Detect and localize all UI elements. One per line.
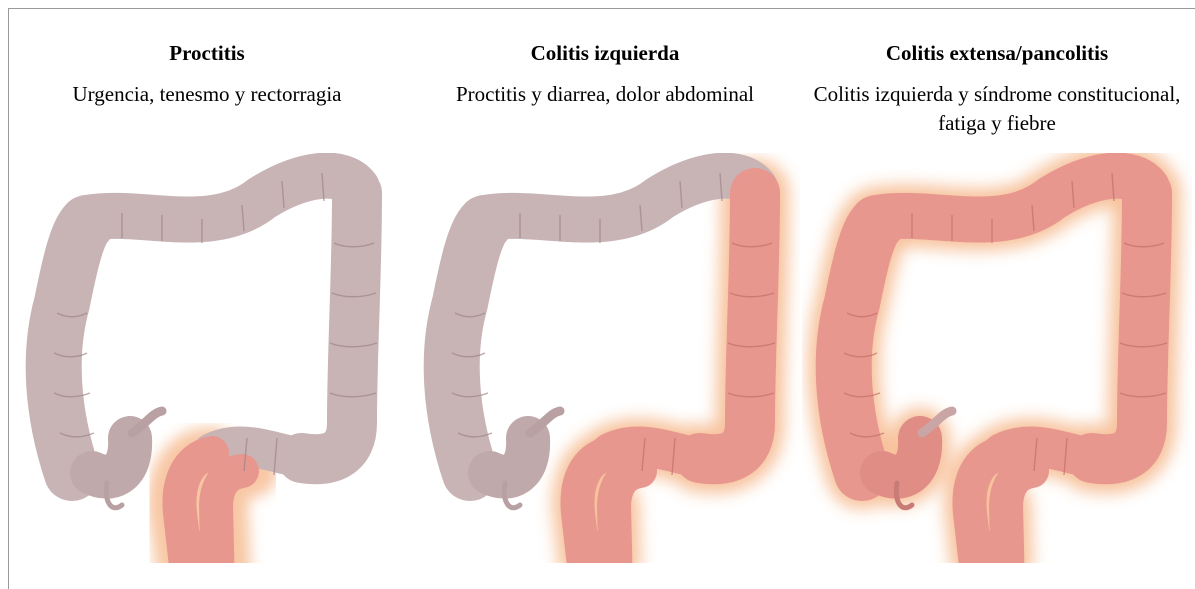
panel-title: Colitis extensa/pancolitis (802, 40, 1192, 66)
panel-proctitis: Proctitis Urgencia, tenesmo y rectorragi… (12, 8, 402, 589)
rectum (969, 453, 1032, 548)
colon-illustration-left-colitis (410, 153, 800, 563)
panel-subtitle: Colitis izquierda y síndrome constitucio… (802, 80, 1192, 138)
frame-left-border (8, 8, 9, 589)
colon-illustration-pancolitis (802, 153, 1192, 563)
transverse-colon (877, 176, 1147, 220)
rectum (577, 453, 640, 548)
ascending-colon (452, 223, 485, 473)
panel-subtitle: Proctitis y diarrea, dolor abdominal (410, 80, 800, 109)
transverse-colon (87, 176, 357, 220)
panel-colitis-extensa: Colitis extensa/pancolitis Colitis izqui… (802, 8, 1192, 589)
panel-subtitle: Urgencia, tenesmo y rectorragia (12, 80, 402, 109)
cecum (490, 438, 528, 477)
cecum (92, 438, 130, 477)
descending-colon (302, 193, 357, 459)
colon-illustration-proctitis (12, 153, 402, 563)
panel-title: Colitis izquierda (410, 40, 800, 66)
panel-title: Proctitis (12, 40, 402, 66)
transverse-colon (485, 176, 755, 220)
ascending-colon (844, 223, 877, 473)
ascending-colon (54, 223, 87, 473)
rectum (179, 453, 242, 548)
panel-colitis-izquierda: Colitis izquierda Proctitis y diarrea, d… (410, 8, 800, 589)
